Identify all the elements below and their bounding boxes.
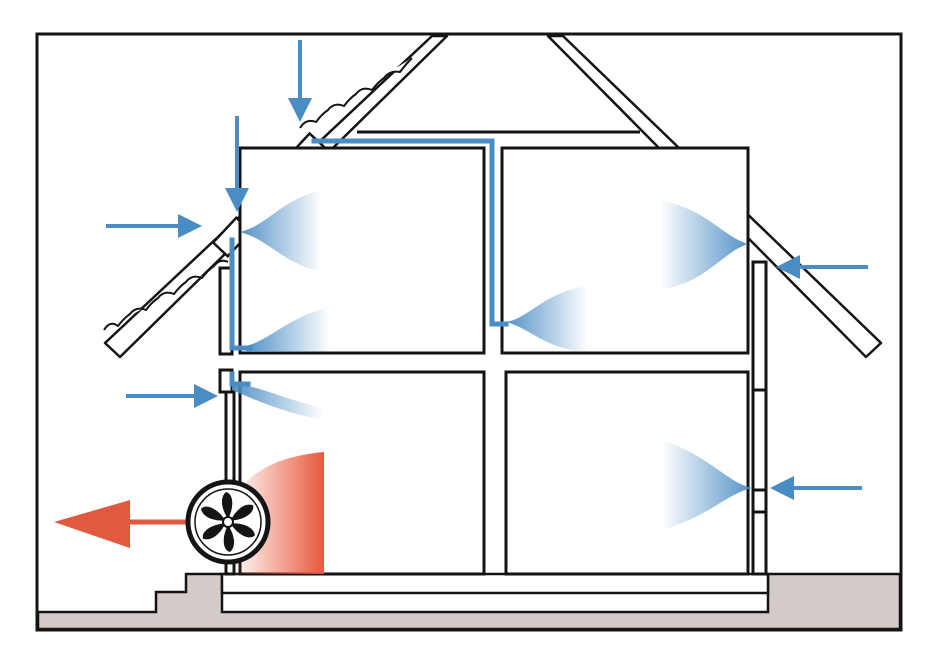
arrow-left-icon: [54, 500, 130, 548]
arrow-left-icon: [776, 255, 868, 279]
plume-upper-left-top: [240, 190, 322, 272]
fan-icon: [185, 479, 271, 565]
plume-lower-right: [662, 440, 752, 530]
intake-arrows: [106, 40, 868, 500]
ground: [36, 572, 902, 631]
plume-upper-right-side: [660, 200, 748, 290]
duct-upper-to-right-room: [311, 138, 509, 327]
arrow-right-icon: [106, 214, 202, 238]
right-upper-wall: [751, 260, 768, 392]
arrow-right-icon: [126, 384, 218, 408]
plume-lower-left: [232, 384, 324, 420]
fresh-air-plumes: [232, 190, 752, 530]
roof-tiles: [103, 57, 413, 331]
plume-upper-right-center: [506, 286, 588, 352]
arrow-right-icon: [288, 40, 312, 122]
arrow-right-icon: [225, 116, 249, 212]
foundation: [220, 572, 770, 595]
right-window-wall: [751, 388, 768, 492]
right-lower-wall: [751, 510, 768, 576]
plume-upper-left-bottom: [246, 306, 330, 352]
right-vent-block: [751, 488, 768, 514]
duct-lower-roof-to-room: [229, 237, 253, 351]
arrow-left-icon: [770, 476, 862, 500]
exhaust-arrow: [54, 500, 190, 548]
